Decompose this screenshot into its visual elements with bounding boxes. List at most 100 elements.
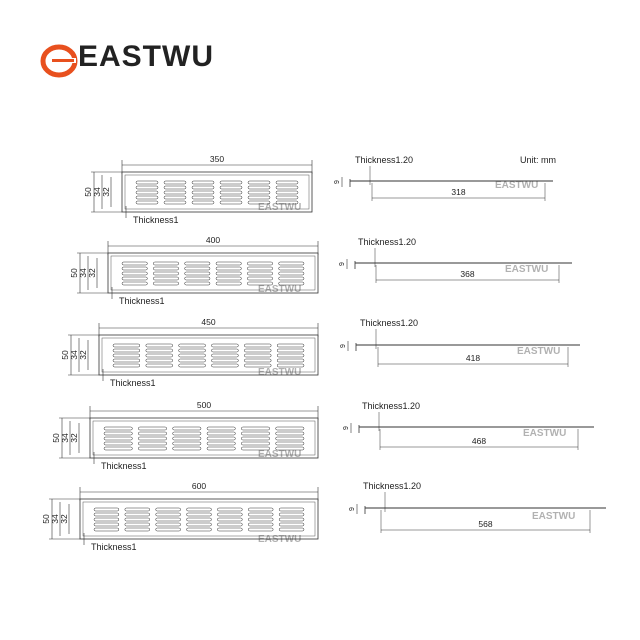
- vent-plate-inner-edge: [110, 255, 316, 291]
- vent-slot: [135, 190, 159, 195]
- thickness-side-label: Thickness1.20: [355, 155, 413, 165]
- vent-slot: [215, 261, 242, 266]
- vent-slot: [278, 507, 305, 512]
- vent-slot: [153, 281, 179, 286]
- watermark: EASTWU: [517, 346, 560, 357]
- vent-slot: [186, 507, 212, 512]
- vent-slot: [248, 507, 274, 512]
- vent-slot: [172, 431, 202, 436]
- vent-slot: [276, 358, 305, 363]
- vent-slot: [247, 200, 271, 205]
- vent-slot: [278, 512, 305, 517]
- thickness-side-label: Thickness1.20: [363, 481, 421, 491]
- watermark: EASTWU: [258, 367, 301, 378]
- vent-slot: [93, 517, 120, 522]
- vent-plate-inner-edge: [82, 501, 316, 537]
- vent-slot: [278, 527, 305, 532]
- watermark: EASTWU: [495, 180, 538, 191]
- thickness-front-label: Thickness1: [110, 378, 156, 388]
- vent-slot: [121, 276, 148, 281]
- vent-slot: [217, 517, 243, 522]
- vent-slot: [191, 195, 215, 200]
- side-height-dimension: 9: [340, 344, 347, 348]
- vent-slot: [241, 441, 270, 446]
- vent-slot: [172, 446, 202, 451]
- height-dimension-50: 50: [41, 514, 51, 524]
- vent-slot: [112, 358, 141, 363]
- vent-slot: [248, 527, 274, 532]
- height-dimension-50: 50: [51, 433, 61, 443]
- length-dimension: 400: [206, 235, 220, 245]
- vent-slot: [112, 348, 141, 353]
- side-height-dimension: 9: [339, 262, 346, 266]
- thickness-front-label: Thickness1: [133, 215, 179, 225]
- vent-slot: [219, 195, 243, 200]
- vent-slot: [244, 358, 272, 363]
- brand-logo: [40, 44, 78, 78]
- vent-slot: [241, 436, 270, 441]
- vent-slot: [219, 190, 243, 195]
- vent-slot: [124, 512, 150, 517]
- vent-slot: [248, 517, 274, 522]
- vent-slot: [191, 180, 215, 185]
- vent-slot: [244, 363, 272, 368]
- vent-slot: [278, 522, 305, 527]
- vent-slot: [241, 431, 270, 436]
- vent-slot: [172, 436, 202, 441]
- vent-slot: [248, 522, 274, 527]
- vent-slot: [276, 353, 305, 358]
- vent-slot: [153, 266, 179, 271]
- vent-slot: [103, 431, 133, 436]
- vent-slot: [247, 195, 271, 200]
- side-length-dimension: 568: [478, 519, 492, 529]
- vent-slot: [155, 512, 181, 517]
- vent-slot: [278, 271, 305, 276]
- vent-slot: [163, 195, 187, 200]
- vent-slot: [247, 266, 273, 271]
- vent-slot: [191, 185, 215, 190]
- vent-slot: [191, 200, 215, 205]
- vent-slot: [138, 441, 167, 446]
- vent-slot: [275, 441, 305, 446]
- vent-slot: [247, 271, 273, 276]
- vent-slot: [211, 353, 239, 358]
- height-dimension-34: 34: [92, 187, 102, 197]
- vent-slot: [276, 348, 305, 353]
- vent-slot: [153, 276, 179, 281]
- vent-slot: [206, 446, 236, 451]
- vent-slot: [275, 180, 299, 185]
- vent-slot: [145, 348, 173, 353]
- vent-slot: [93, 507, 120, 512]
- thickness-front-label: Thickness1: [91, 542, 137, 552]
- vent-slot: [186, 512, 212, 517]
- vent-slot: [215, 271, 242, 276]
- vent-slot: [155, 517, 181, 522]
- brand-name: EASTWU: [78, 40, 214, 73]
- side-height-dimension: 9: [334, 180, 341, 184]
- vent-slot: [145, 358, 173, 363]
- vent-slot: [112, 363, 141, 368]
- vent-slot: [206, 441, 236, 446]
- thickness-side-label: Thickness1.20: [360, 318, 418, 328]
- watermark: EASTWU: [258, 202, 301, 213]
- length-dimension: 450: [201, 317, 215, 327]
- side-length-dimension: 418: [466, 353, 480, 363]
- vent-slot: [276, 363, 305, 368]
- vent-slot: [124, 517, 150, 522]
- vent-slot: [247, 276, 273, 281]
- vent-slot: [184, 266, 211, 271]
- vent-slot: [178, 363, 206, 368]
- vent-slot: [186, 517, 212, 522]
- vent-slot: [278, 281, 305, 286]
- vent-slot: [215, 276, 242, 281]
- vent-slot: [275, 195, 299, 200]
- vent-slot: [121, 266, 148, 271]
- vent-slot: [112, 353, 141, 358]
- vent-slot: [155, 522, 181, 527]
- vent-slot: [93, 522, 120, 527]
- height-dimension-32: 32: [87, 268, 97, 278]
- side-length-dimension: 368: [460, 269, 474, 279]
- vent-slot: [103, 446, 133, 451]
- vent-slot: [215, 266, 242, 271]
